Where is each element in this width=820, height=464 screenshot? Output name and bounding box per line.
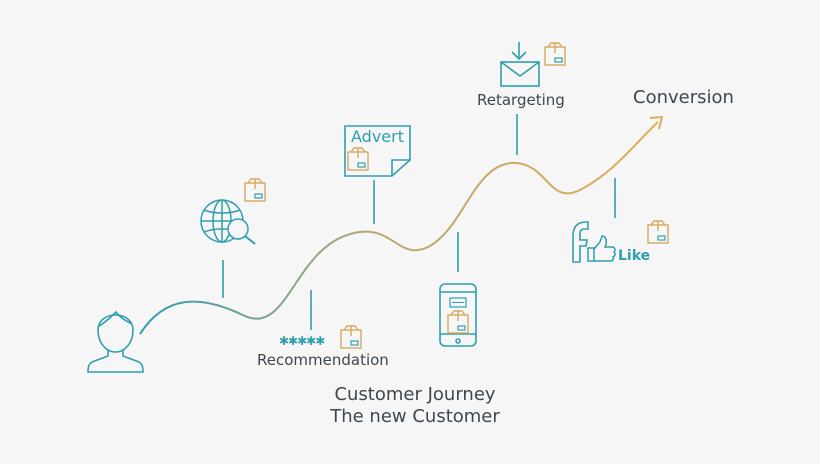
package-icon [447, 310, 469, 334]
package-icon [647, 220, 669, 244]
envelope-download-icon [500, 42, 540, 87]
caption-line-2: The new Customer [330, 406, 500, 427]
advert-label: Advert [351, 127, 404, 146]
conversion-label: Conversion [633, 87, 734, 108]
journey-curve [139, 121, 659, 335]
user-icon [87, 310, 144, 373]
package-icon [544, 42, 566, 66]
caption-line-1: Customer Journey [334, 384, 496, 405]
globe-search-icon [200, 199, 256, 245]
package-icon [340, 325, 362, 349]
facebook-icon [572, 221, 589, 263]
retargeting-label: Retargeting [477, 91, 565, 109]
connector-lines [222, 114, 616, 330]
thumbs-up-icon [587, 235, 616, 262]
recommendation-stars: ✱✱✱✱✱ [279, 334, 325, 348]
recommendation-label: Recommendation [257, 351, 389, 369]
package-icon [244, 178, 266, 202]
arrow-head-icon [649, 115, 664, 130]
smartphone-icon [439, 283, 477, 347]
like-label: Like [618, 248, 651, 264]
